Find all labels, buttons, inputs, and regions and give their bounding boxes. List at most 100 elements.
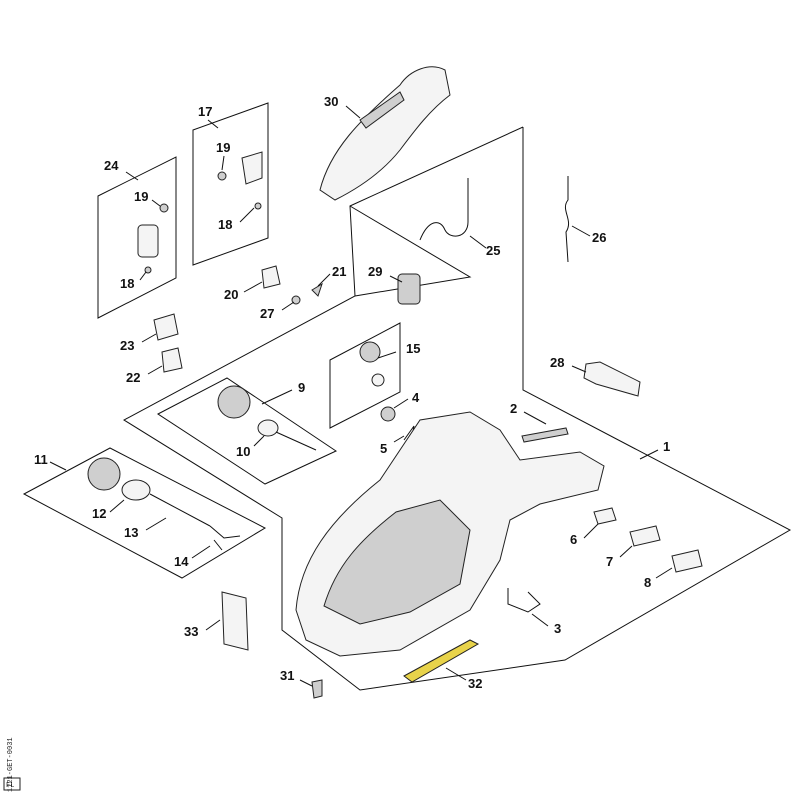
leader-17 xyxy=(207,119,219,129)
part-10-seal xyxy=(257,419,279,437)
leader-18b xyxy=(239,207,255,223)
leader-22 xyxy=(147,365,163,375)
part-28-plate xyxy=(583,361,641,397)
callout-2: 2 xyxy=(510,401,517,416)
callout-8: 8 xyxy=(644,575,651,590)
part-9-cord xyxy=(275,431,317,451)
callout-19b: 19 xyxy=(216,140,230,155)
part-19-screw-b xyxy=(217,171,227,181)
part-2-screw xyxy=(521,427,569,443)
part-20-buffer xyxy=(261,265,281,289)
leader-1 xyxy=(639,449,659,460)
callout-17: 17 xyxy=(198,104,212,119)
badge-text: FL xyxy=(6,782,14,790)
leader-20 xyxy=(243,281,263,293)
leader-25 xyxy=(469,235,487,249)
callout-5: 5 xyxy=(380,441,387,456)
callout-14: 14 xyxy=(174,554,189,569)
callout-29: 29 xyxy=(368,264,382,279)
part-33-label xyxy=(221,591,249,651)
part-26-cable xyxy=(564,176,570,263)
leader-32 xyxy=(445,667,467,681)
callout-7: 7 xyxy=(606,554,613,569)
part-9-cap xyxy=(217,385,251,419)
leader-2 xyxy=(523,411,547,425)
part-30-handle-slot xyxy=(359,91,405,129)
frame-group-17 xyxy=(192,102,269,266)
leader-24 xyxy=(125,171,139,181)
leader-12 xyxy=(109,499,125,513)
callout-6: 6 xyxy=(570,532,577,547)
part-30-handle xyxy=(319,66,451,201)
callout-23: 23 xyxy=(120,338,134,353)
callout-22: 22 xyxy=(126,370,140,385)
leader-14 xyxy=(191,545,211,559)
callout-15: 15 xyxy=(406,341,420,356)
callout-19a: 19 xyxy=(134,189,148,204)
leader-13 xyxy=(145,517,167,531)
part-31-screw xyxy=(311,679,323,699)
callout-21: 21 xyxy=(332,264,346,279)
part-19-screw-a xyxy=(159,203,169,213)
callout-11: 11 xyxy=(34,452,48,467)
leader-27 xyxy=(281,301,295,311)
leader-26 xyxy=(571,225,591,237)
leader-10 xyxy=(253,435,265,447)
callout-9: 9 xyxy=(298,380,305,395)
leader-4 xyxy=(393,398,409,409)
leader-9 xyxy=(261,389,293,405)
callout-1: 1 xyxy=(663,439,670,454)
leader-3 xyxy=(531,613,549,627)
part-32-strip xyxy=(403,639,480,683)
main-housing-frame xyxy=(123,126,792,691)
leader-29 xyxy=(389,275,403,283)
part-18-clip-b xyxy=(254,202,262,210)
leader-7 xyxy=(619,545,633,558)
callout-25: 25 xyxy=(486,243,500,258)
callout-26: 26 xyxy=(592,230,606,245)
part-18-clip-a xyxy=(144,266,152,274)
callout-3: 3 xyxy=(554,621,561,636)
leader-18a xyxy=(139,271,147,281)
callout-18b: 18 xyxy=(218,217,232,232)
callout-32: 32 xyxy=(468,676,482,691)
part-15-ring xyxy=(371,373,385,387)
part-8-buffer xyxy=(671,549,703,573)
part-23-buffer xyxy=(153,313,179,341)
part-29-filter xyxy=(397,273,421,305)
part-24-pin xyxy=(137,224,159,258)
leader-33 xyxy=(205,619,221,631)
part-11-cap xyxy=(87,457,121,491)
frame-group-9 xyxy=(157,377,338,485)
leader-5 xyxy=(393,435,405,443)
badge-box xyxy=(3,777,21,791)
leader-8 xyxy=(655,567,673,579)
leader-19b xyxy=(221,155,225,171)
callout-18a: 18 xyxy=(120,276,134,291)
callout-24: 24 xyxy=(104,158,119,173)
part-25-fuel-hose xyxy=(419,178,469,241)
part-12-seal xyxy=(121,479,151,501)
leader-6 xyxy=(583,523,599,539)
filter-group-frame xyxy=(349,205,472,297)
leader-15 xyxy=(377,351,397,359)
leader-31 xyxy=(299,679,313,687)
part-22-buffer xyxy=(161,347,183,373)
part-17-bracket xyxy=(241,151,263,185)
part-15-valve xyxy=(359,341,381,363)
frame-group-15 xyxy=(329,322,401,429)
leader-30 xyxy=(345,105,361,119)
callout-30: 30 xyxy=(324,94,338,109)
part-4-plug xyxy=(380,406,396,422)
part-14-clip xyxy=(209,525,241,551)
callout-27: 27 xyxy=(260,306,274,321)
callout-20: 20 xyxy=(224,287,238,302)
leader-23 xyxy=(141,333,157,343)
callout-28: 28 xyxy=(550,355,564,370)
leader-28 xyxy=(571,365,587,373)
leader-19a xyxy=(151,199,161,207)
part-6-buffer xyxy=(593,507,617,525)
part-1-housing-inner xyxy=(323,499,471,625)
callout-10: 10 xyxy=(236,444,250,459)
